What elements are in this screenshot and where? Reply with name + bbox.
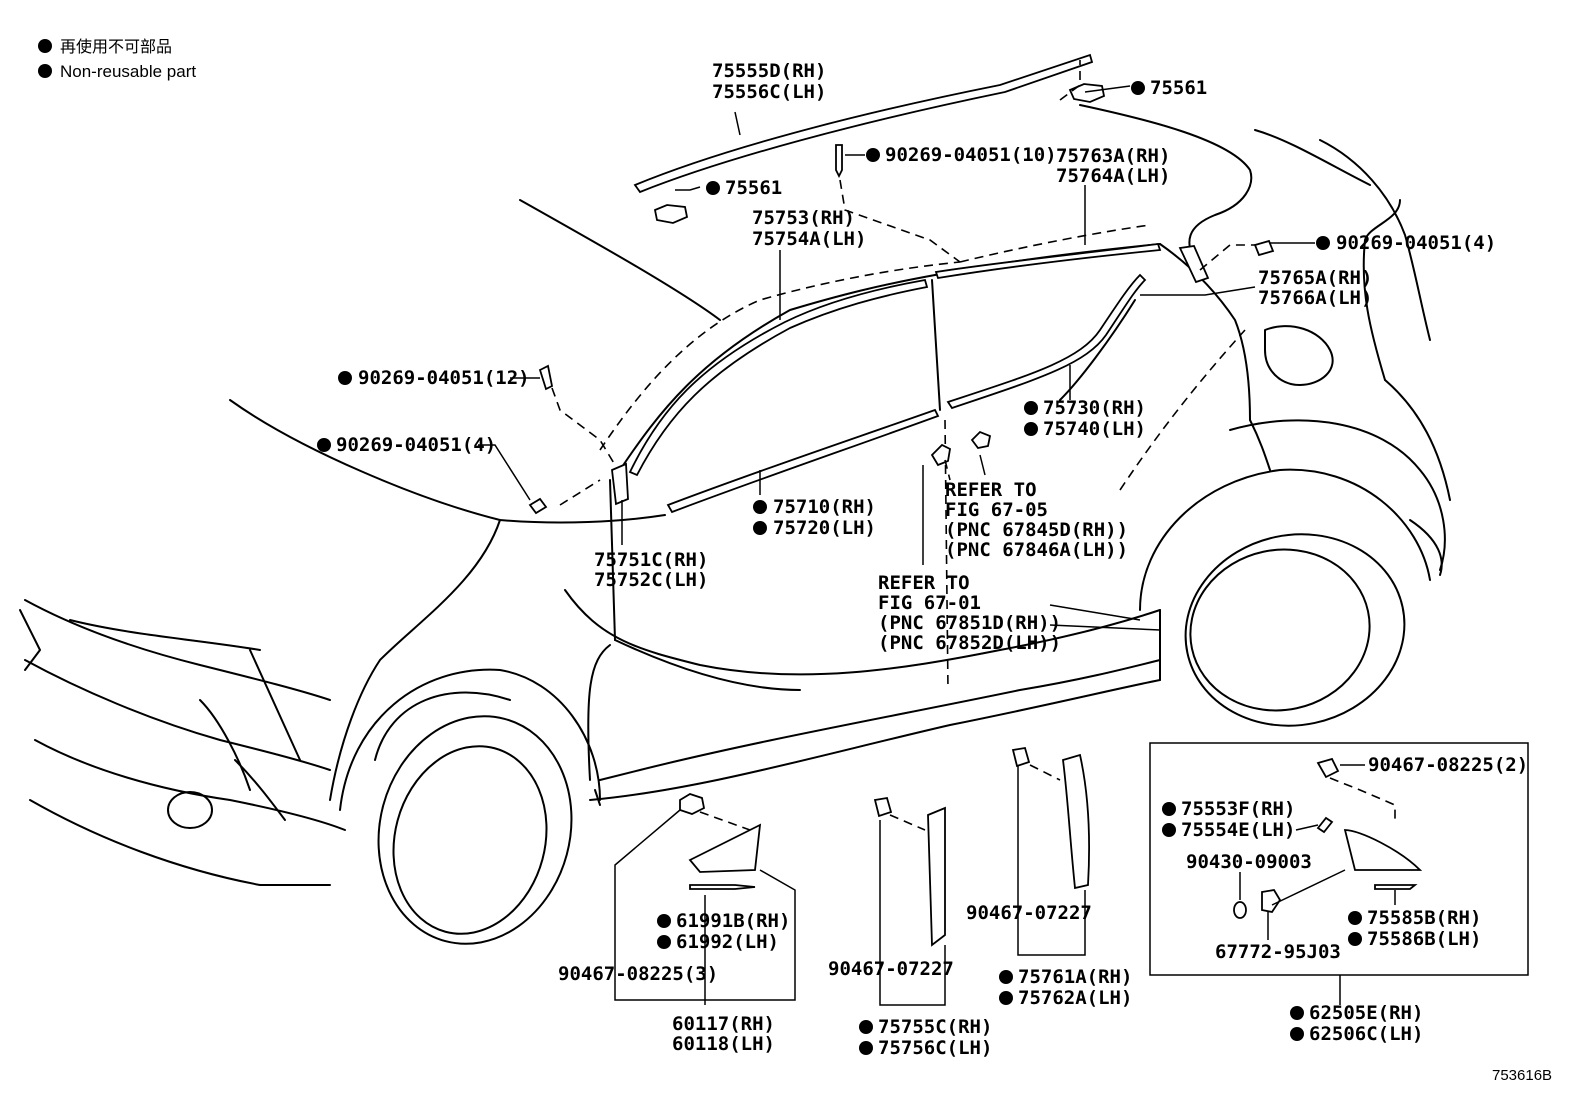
label-75586b: 75586B(LH) (1367, 928, 1481, 950)
label-75561-rear: 75561 (1150, 77, 1207, 99)
legend-english: Non-reusable part (60, 62, 196, 81)
label-clip-90467-07227-a: 90467-07227 (828, 958, 954, 980)
label-75762a: 75762A(LH) (1018, 987, 1132, 1009)
label-62505e: 62505E(RH) (1309, 1002, 1423, 1024)
label-75756c: 75756C(LH) (878, 1037, 992, 1059)
refer-to-67-05-line1: REFER TO (945, 479, 1037, 501)
label-75763a: 75763A(RH) (1056, 145, 1170, 167)
label-75754a: 75754A(LH) (752, 228, 866, 250)
label-61991b: 61991B(RH) (676, 910, 790, 932)
label-75761a: 75761A(RH) (1018, 966, 1132, 988)
label-75720: 75720(LH) (773, 517, 876, 539)
non-reusable-bullet-icon (38, 39, 52, 53)
label-75585b: 75585B(RH) (1367, 907, 1481, 929)
refer-to-67-05-line3: (PNC 67845D(RH)) (945, 519, 1128, 541)
label-clip-90269-4-rear: 90269-04051(4) (1336, 232, 1496, 254)
label-clip-90269-4-front: 90269-04051(4) (336, 434, 496, 456)
label-75755c: 75755C(RH) (878, 1016, 992, 1038)
refer-to-67-01-line2: FIG 67-01 (878, 592, 981, 614)
label-clip-90269-12: 90269-04051(12) (358, 367, 530, 389)
label-61992: 61992(LH) (676, 931, 779, 953)
label-75710: 75710(RH) (773, 496, 876, 518)
label-clip-90269-10: 90269-04051(10) (885, 144, 1057, 166)
detail-parts (614, 742, 1529, 1006)
mirror-triangle-inset-box (1149, 742, 1529, 976)
non-reusable-bullet-icon (38, 64, 52, 78)
refer-to-67-05-line2: FIG 67-05 (945, 499, 1048, 521)
label-75752c: 75752C(LH) (594, 569, 708, 591)
label-62506c: 62506C(LH) (1309, 1023, 1423, 1045)
refer-to-67-01-line3: (PNC 67851D(RH)) (878, 612, 1061, 634)
label-75764a: 75764A(LH) (1056, 165, 1170, 187)
label-75753: 75753(RH) (752, 207, 855, 229)
vehicle-outline (19, 104, 1451, 945)
label-75555d: 75555D(RH) (712, 60, 826, 82)
label-75766a: 75766A(LH) (1258, 287, 1372, 309)
part-labels: 75555D(RH) 75556C(LH) 75561 75561 90269-… (317, 60, 1552, 1084)
refer-to-67-01-line4: (PNC 67852D(LH)) (878, 632, 1061, 654)
label-75751c: 75751C(RH) (594, 549, 708, 571)
label-60117: 60117(RH) (672, 1013, 775, 1035)
label-clip-90467-08225-3: 90467-08225(3) (558, 963, 718, 985)
label-clip-90430-09003: 90430-09003 (1186, 851, 1312, 873)
figure-id: 753616B (1492, 1067, 1552, 1084)
label-clip-90467-07227-b: 90467-07227 (966, 902, 1092, 924)
label-clip-90467-08225-2: 90467-08225(2) (1368, 754, 1528, 776)
label-75553f: 75553F(RH) (1181, 798, 1295, 820)
leader-lines (478, 85, 1315, 631)
connector-lines (551, 60, 1255, 506)
label-75765a: 75765A(RH) (1258, 267, 1372, 289)
refer-to-67-05-line4: (PNC 67846A(LH)) (945, 539, 1128, 561)
label-75556c: 75556C(LH) (712, 81, 826, 103)
roof-molding-parts (528, 53, 1275, 515)
label-75554e: 75554E(LH) (1181, 819, 1295, 841)
label-75561-front: 75561 (725, 177, 782, 199)
label-75740: 75740(LH) (1043, 418, 1146, 440)
refer-to-67-01-line1: REFER TO (878, 572, 970, 594)
label-60118: 60118(LH) (672, 1033, 775, 1055)
legend-japanese: 再使用不可部品 (60, 37, 172, 56)
label-75730: 75730(RH) (1043, 397, 1146, 419)
label-67772-95j03: 67772-95J03 (1215, 941, 1341, 963)
